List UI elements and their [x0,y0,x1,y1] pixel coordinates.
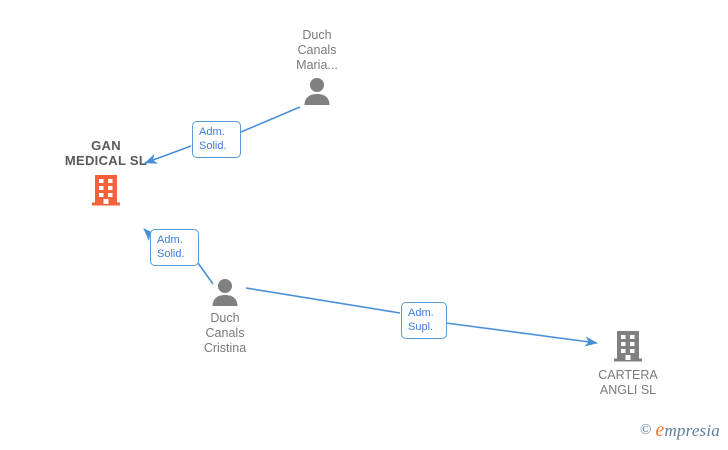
edge-maria-gan[interactable] [144,106,301,164]
brand-rest: mpresia [664,421,720,440]
empresia-watermark: © empresia [640,419,720,442]
node-cartera-angli-label: CARTERA ANGLI SL [598,368,658,397]
node-gan-medical[interactable]: GAN MEDICAL SL [46,138,166,206]
edge-label-adm-solid-cristina[interactable]: Adm. Solid. [150,229,199,266]
brand-name: empresia [655,419,720,442]
node-duch-canals-maria[interactable]: Duch Canals Maria... [272,28,362,105]
node-duch-canals-cristina[interactable]: Duch Canals Cristina [180,278,270,356]
brand-initial: e [655,419,665,441]
person-icon [304,78,330,105]
node-cartera-angli[interactable]: CARTERA ANGLI SL [582,330,674,398]
person-icon [212,279,238,306]
node-gan-medical-label: GAN MEDICAL SL [64,138,148,168]
copyright-icon: © [639,422,652,438]
node-duch-canals-maria-label: Duch Canals Maria... [296,28,338,72]
building-icon [92,175,120,206]
node-duch-canals-cristina-label: Duch Canals Cristina [203,311,247,355]
edge-label-adm-solid-maria[interactable]: Adm. Solid. [192,121,241,158]
edge-cristina-cartera[interactable] [245,287,598,347]
edge-label-adm-supl-cartera[interactable]: Adm. Supl. [401,302,447,339]
building-icon [614,331,642,362]
